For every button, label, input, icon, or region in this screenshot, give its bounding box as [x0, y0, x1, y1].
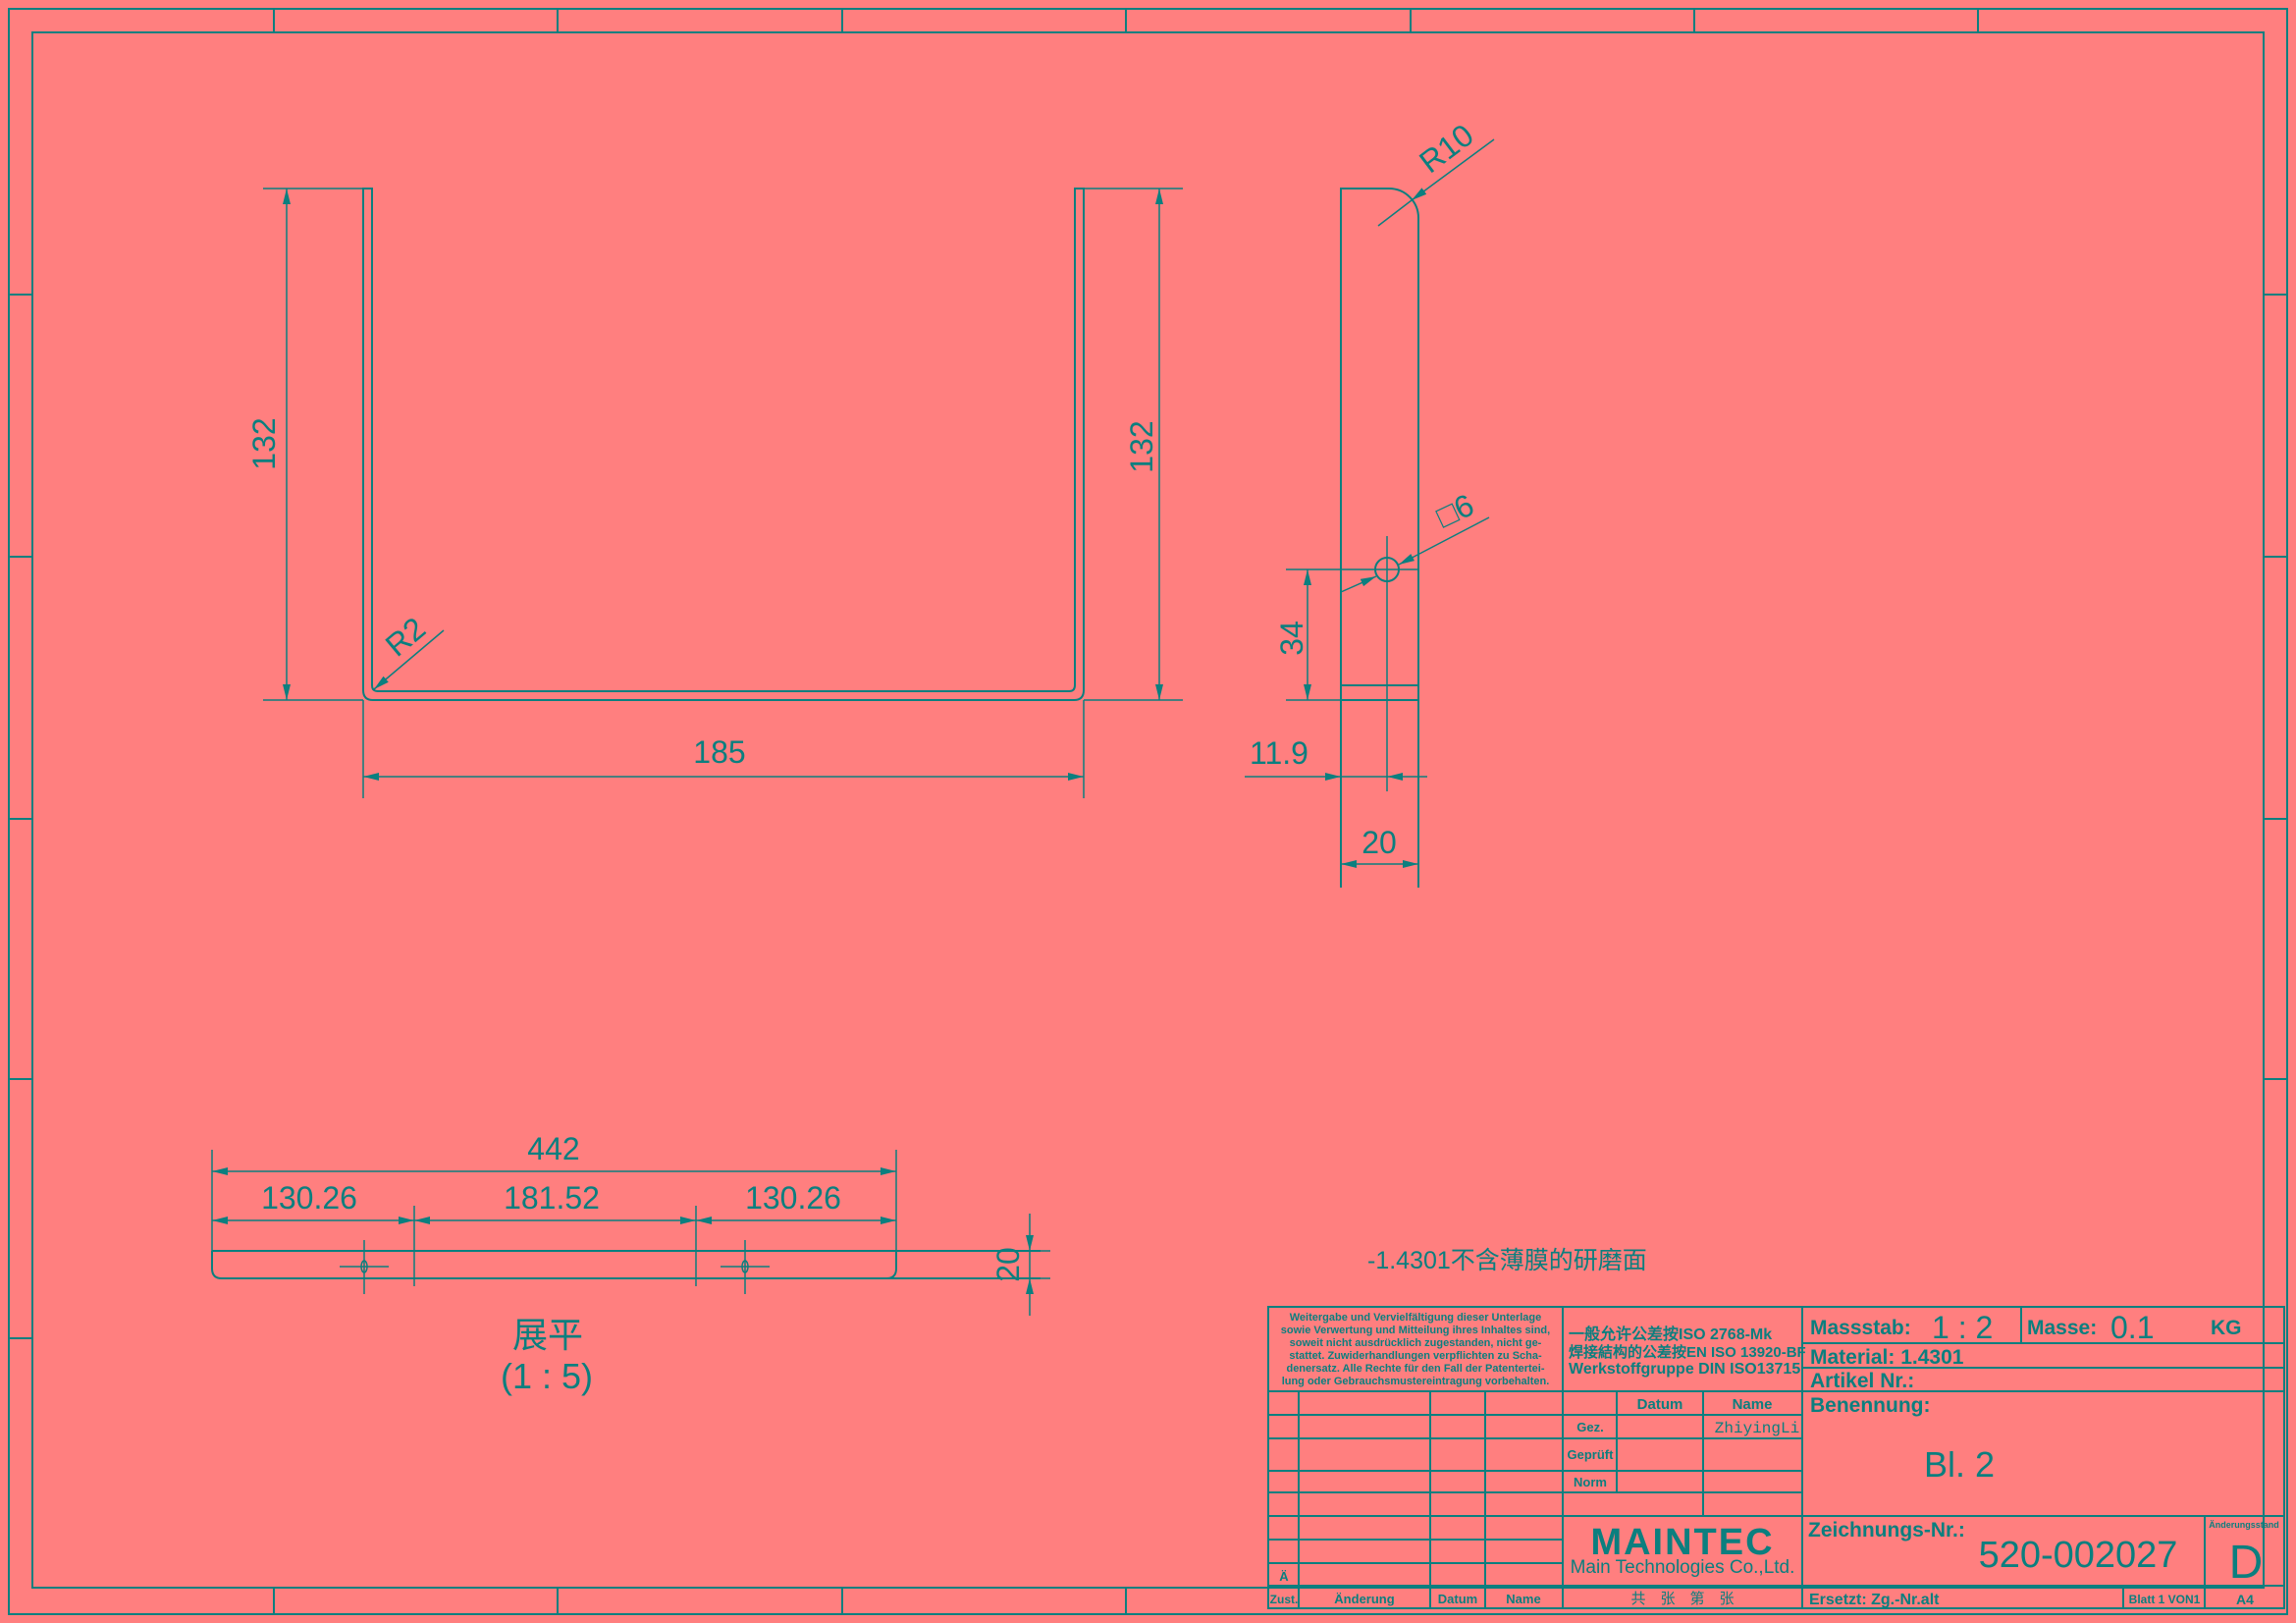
- sheet-number: Blatt 1 VON1: [2129, 1593, 2201, 1606]
- svg-text:denersatz. Alle Rechte für den: denersatz. Alle Rechte für den Fall der …: [1286, 1363, 1544, 1375]
- bend-radius-label: R2: [379, 611, 432, 664]
- svg-text:焊接結构的公差按EN ISO 13920-BF: 焊接結构的公差按EN ISO 13920-BF: [1569, 1343, 1806, 1361]
- masse-value: 0.1: [2110, 1310, 2154, 1345]
- rev-col-datum: Datum: [1438, 1592, 1477, 1606]
- dimension-text-height-right: 132: [1124, 420, 1159, 472]
- masse-label: Masse:: [2027, 1317, 2097, 1339]
- company-logo: MAINTEC: [1590, 1522, 1774, 1563]
- flat-pattern: 442 130.26 181.52 130.26 20 展平 (1 : 5): [211, 1131, 1050, 1396]
- material: Material: 1.4301: [1810, 1346, 1964, 1369]
- legal-notice: Weitergabe und Vervielfältigung dieser U…: [1281, 1312, 1550, 1387]
- datum-header: Datum: [1637, 1396, 1683, 1413]
- svg-text:一般允许公差按ISO 2768-Mk: 一般允许公差按ISO 2768-Mk: [1569, 1325, 1772, 1343]
- corner-radius-label: R10: [1413, 117, 1480, 180]
- zeichnungs-label: Zeichnungs-Nr.:: [1808, 1519, 1965, 1542]
- gez-label: Gez.: [1576, 1420, 1603, 1434]
- massstab-value: 1 : 2: [1932, 1310, 1993, 1345]
- norm-label: Norm: [1574, 1475, 1607, 1489]
- title-block: Weitergabe und Vervielfältigung dieser U…: [1267, 1306, 2285, 1609]
- flat-pattern-scale: (1 : 5): [501, 1356, 593, 1396]
- bend-radius-leader: [373, 629, 445, 690]
- dimension-text-segment-3: 130.26: [745, 1180, 841, 1216]
- dimension-text-side-width: 20: [1362, 825, 1397, 860]
- svg-text:Weitergabe und Vervielfältigun: Weitergabe und Vervielfältigung dieser U…: [1290, 1312, 1542, 1324]
- massstab-label: Massstab:: [1810, 1317, 1911, 1339]
- ersetzt: Ersetzt: Zg.-Nr.alt: [1809, 1592, 1940, 1608]
- masse-unit: KG: [2211, 1317, 2242, 1339]
- front-view: 132 132 185 R2: [246, 188, 1183, 798]
- corner-radius-leader: [1411, 138, 1495, 201]
- hole-leader: [1398, 516, 1490, 566]
- rev-col-zust: Zust.: [1270, 1593, 1299, 1606]
- revision-marker: Ä: [1279, 1569, 1289, 1584]
- rev-col-aenderung: Änderung: [1334, 1592, 1394, 1606]
- benennung-value: Bl. 2: [1924, 1444, 1995, 1485]
- name-header: Name: [1733, 1396, 1773, 1413]
- dimension-text-height-left: 132: [246, 417, 282, 469]
- svg-text:lung oder Gebrauchsmustereintr: lung oder Gebrauchsmustereintragung vorb…: [1282, 1376, 1550, 1387]
- dimension-text-width: 185: [693, 734, 745, 770]
- dimension-text-segment-2: 181.52: [504, 1180, 600, 1216]
- dimension-text-segment-1: 130.26: [261, 1180, 357, 1216]
- rev-col-name: Name: [1506, 1592, 1540, 1606]
- geprueft-label: Geprüft: [1568, 1447, 1615, 1462]
- dimension-text-total-length: 442: [527, 1131, 579, 1166]
- revision-letter: D: [2229, 1537, 2264, 1589]
- company-name: Main Technologies Co.,Ltd.: [1571, 1557, 1795, 1578]
- surface-note: -1.4301不含薄膜的研磨面: [1367, 1247, 1647, 1274]
- flat-pattern-label: 展平: [512, 1315, 583, 1355]
- benennung-label: Benennung:: [1810, 1394, 1930, 1417]
- svg-text:soweit nicht ausdrücklich zuge: soweit nicht ausdrücklich zugestanden, n…: [1290, 1337, 1542, 1349]
- dimension-text-hole-offset: 11.9: [1250, 735, 1308, 771]
- paper-format: A4: [2236, 1592, 2254, 1607]
- svg-text:stattet. Zuwiderhandlungen ver: stattet. Zuwiderhandlungen verpflichten …: [1289, 1350, 1542, 1362]
- svg-text:Werkstoffgruppe DIN ISO13715: Werkstoffgruppe DIN ISO13715: [1569, 1361, 1800, 1378]
- aenderungsstand-label: Änderungsstand: [2209, 1520, 2279, 1530]
- sheet-count-cn: 共 张 第 张: [1630, 1590, 1734, 1607]
- side-view: 34 11.9 20 R10 □6: [1245, 117, 1495, 888]
- gez-name: ZhiyingLi: [1715, 1420, 1799, 1437]
- dimension-text-flat-height: 20: [990, 1247, 1026, 1282]
- svg-text:sowie Verwertung und Mitteilun: sowie Verwertung und Mitteilung ihres In…: [1281, 1325, 1550, 1336]
- sheet-frame: [8, 8, 2288, 1615]
- dimension-text-hole-height: 34: [1274, 621, 1309, 656]
- drawing-number: 520-002027: [1979, 1535, 2178, 1576]
- artikel-nr: Artikel Nr.:: [1810, 1370, 1914, 1392]
- tolerance-notes: 一般允许公差按ISO 2768-Mk 焊接結构的公差按EN ISO 13920-…: [1569, 1325, 1806, 1378]
